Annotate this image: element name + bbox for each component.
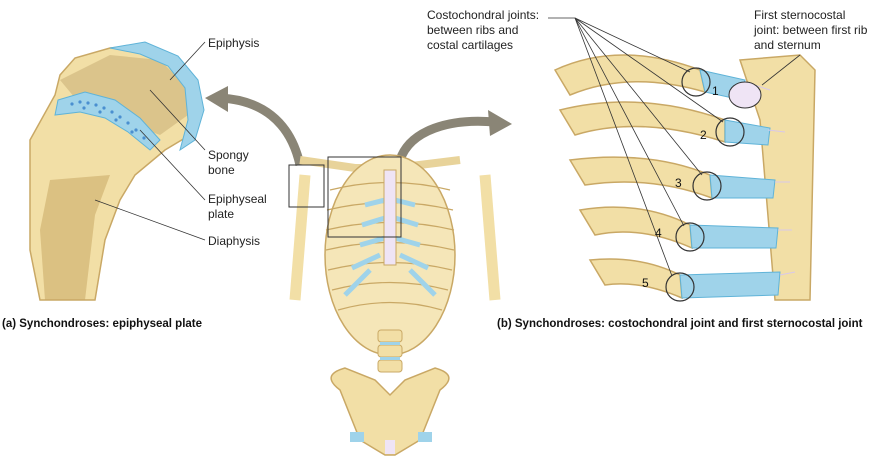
arrow-to-a xyxy=(219,93,305,167)
joint-circles xyxy=(665,67,745,302)
label-costochondral-line3: costal cartilages xyxy=(427,38,514,52)
label-spongy-bone-line2: bone xyxy=(208,163,235,177)
spongy-bone-region xyxy=(60,55,188,135)
label-costochondral-line1: Costochondral joints: xyxy=(427,8,540,22)
label-sternocostal-line3: and sternum xyxy=(754,38,821,52)
rib-number-2: 2 xyxy=(700,128,707,142)
arrow-head-a xyxy=(205,86,228,112)
long-bone-panel xyxy=(29,41,206,301)
label-costochondral-line2: between ribs and xyxy=(427,23,519,37)
arrow-head-b xyxy=(488,110,512,136)
label-spongy-bone-line1: Spongy xyxy=(208,148,249,162)
label-sternocostal-line1: First sternocostal xyxy=(754,8,846,22)
rib-panel xyxy=(548,17,816,302)
skeleton-center xyxy=(288,154,501,456)
epiphyseal-plate-shape xyxy=(54,91,161,151)
label-epiphyseal-plate-line1: Epiphyseal xyxy=(208,192,267,206)
arrow-to-b xyxy=(395,116,496,162)
rib-number-5: 5 xyxy=(642,276,649,290)
zoom-box-b xyxy=(327,156,402,238)
caption-b: (b) Synchondroses: costochondral joint a… xyxy=(497,318,863,330)
leader-lines-b xyxy=(548,17,801,277)
label-epiphyseal-plate-line2: plate xyxy=(208,207,235,221)
leader-lines-a xyxy=(94,41,206,241)
caption-a: (a) Synchondroses: epiphyseal plate xyxy=(2,318,203,330)
label-epiphysis: Epiphysis xyxy=(208,36,260,50)
rib-number-4: 4 xyxy=(655,226,662,240)
medullary-cavity xyxy=(40,175,110,300)
rib-number-3: 3 xyxy=(675,176,682,190)
label-sternocostal-line2: joint: between first rib xyxy=(754,23,868,37)
label-diaphysis: Diaphysis xyxy=(208,234,261,248)
rib-number-1: 1 xyxy=(712,84,719,98)
zoom-box-a xyxy=(288,164,325,208)
chondrocyte-dots xyxy=(70,100,146,140)
